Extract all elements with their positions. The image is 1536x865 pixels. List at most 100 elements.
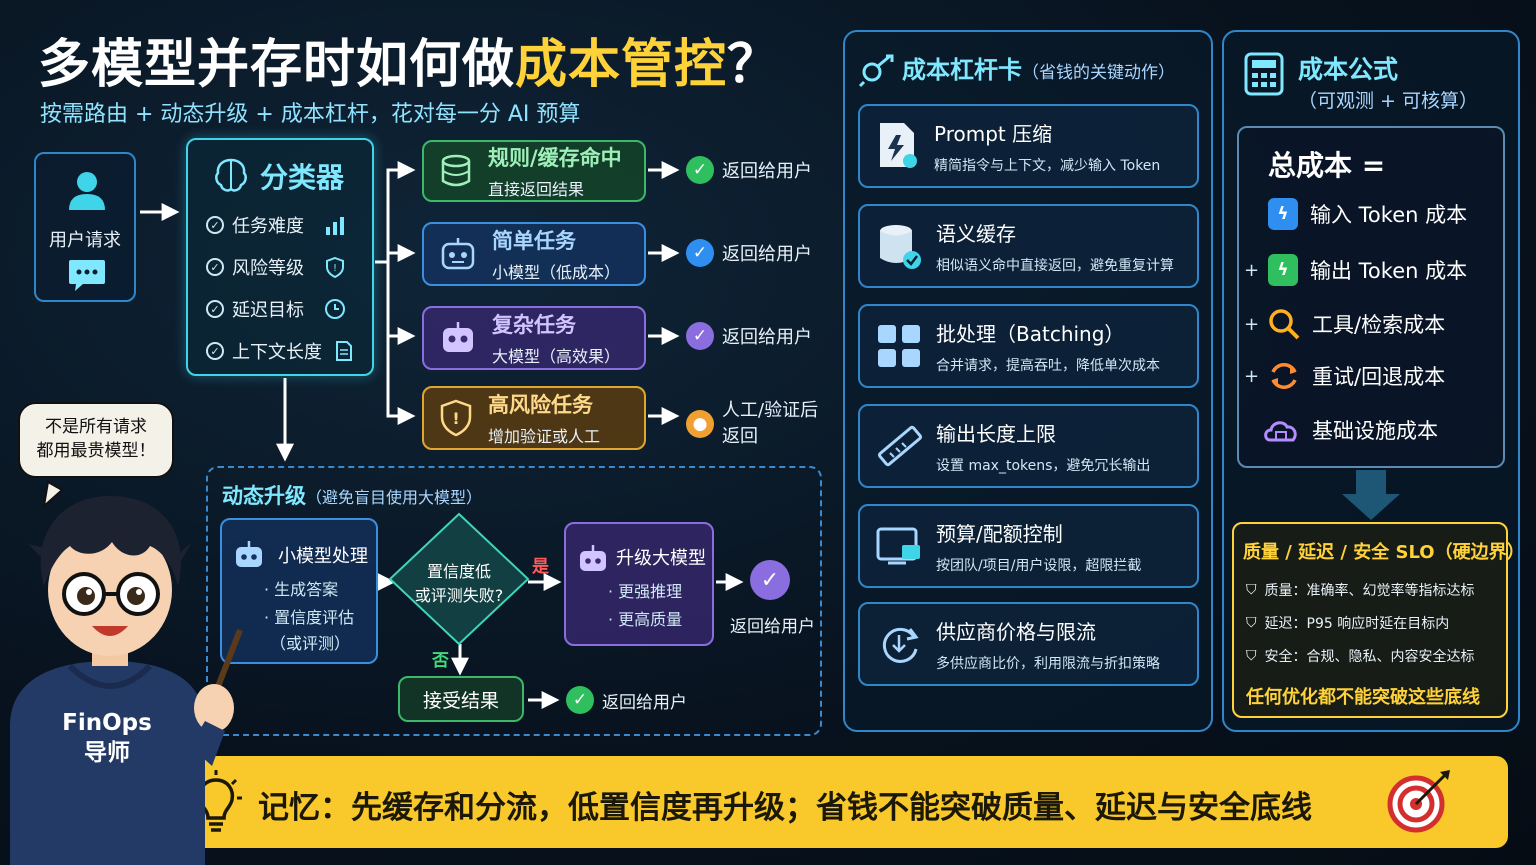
robot-icon [236, 541, 262, 567]
route-result: ✓返回给用户 [686, 239, 812, 267]
classifier-box: 分类器 ✓任务难度 ✓风险等级 ! ✓延迟目标 ✓上下文长度 [186, 138, 374, 376]
lever-card-vendor-pricing: 供应商价格与限流多供应商比价，利用限流与折扣策略 [858, 602, 1199, 686]
route-sub: 小模型（低成本） [492, 263, 621, 282]
upgrade-model-item: · 更强推理 [608, 582, 683, 601]
route-cache-hit: 规则/缓存命中直接返回结果 [422, 140, 646, 202]
route-result: ✓返回给用户 [686, 156, 812, 184]
shield-icon: ! [326, 256, 344, 279]
classifier-item: ✓风险等级 ! [206, 254, 346, 280]
check-icon: ✓ [750, 560, 790, 600]
lightning-icon: ϟ [1268, 198, 1298, 230]
formula-total: 总成本 = [1268, 149, 1386, 182]
lever-card-sub: 按团队/项目/用户设限，超限拦截 [936, 557, 1142, 574]
check-icon: ✓ [566, 686, 594, 714]
cost-levers-title: 成本杠杆卡（省钱的关键动作） [858, 50, 1175, 88]
lever-card-output-limit: 输出长度上限设置 max_tokens，避免冗长输出 [858, 404, 1199, 488]
upgrade-model-box: 升级大模型 · 更强推理 · 更高质量 [564, 522, 714, 646]
route-title: 高风险任务 [488, 393, 593, 417]
lever-card-title: 输出长度上限 [936, 421, 1056, 446]
shield-check-icon: ⛉ [1246, 648, 1257, 664]
retry-icon [1271, 363, 1297, 389]
lever-card-batching: 批处理（Batching） 合并请求，提高吞吐，降低单次成本 [858, 304, 1199, 388]
check-icon: ✓ [206, 216, 224, 234]
formula-item: 重试/回退成本 [1268, 360, 1445, 392]
svg-text:!: ! [452, 409, 459, 428]
page-subtitle: 按需路由 + 动态升级 + 成本杠杆，花对每一分 AI 预算 [40, 102, 581, 127]
lever-card-prompt-compression: Prompt 压缩精简指令与上下文，减少输入 Token [858, 104, 1199, 188]
route-sub: 直接返回结果 [488, 180, 585, 199]
decision-diamond [388, 512, 530, 646]
wrench-gear-icon [858, 54, 894, 88]
robot-icon [443, 322, 473, 352]
file-lightning-icon [880, 123, 917, 168]
small-model-item: · 置信度评估 [264, 608, 355, 627]
upgrade-model-title: 升级大模型 [616, 548, 706, 569]
dynamic-upgrade-title: 动态升级（避免盲目使用大模型） [222, 484, 483, 508]
robot-icon [580, 545, 606, 571]
lever-card-sub: 合并请求，提高吞吐，降低单次成本 [936, 357, 1160, 374]
no-label: 否 [432, 651, 449, 671]
lever-card-budget-quota: 预算/配额控制按团队/项目/用户设限，超限拦截 [858, 504, 1199, 588]
lever-card-sub: 设置 max_tokens，避免冗长输出 [936, 457, 1151, 474]
lever-card-title: 预算/配额控制 [936, 521, 1063, 546]
bar-chart-icon [326, 217, 344, 235]
classifier-item: ✓任务难度 [206, 212, 346, 238]
route-result: ● 人工/验证后返回 [686, 398, 818, 450]
plus-sign: + [1244, 366, 1260, 387]
lever-card-sub: 相似语义命中直接返回，避免重复计算 [936, 257, 1174, 274]
classifier-item: ✓上下文长度 [206, 338, 354, 364]
check-icon: ✓ [686, 239, 714, 267]
database-check-icon [880, 225, 921, 269]
lever-card-sub: 精简指令与上下文，减少输入 Token [934, 157, 1161, 174]
lever-card-title: 批处理（Batching） [936, 321, 1125, 346]
plus-sign: + [1244, 314, 1260, 335]
lever-card-title: 供应商价格与限流 [936, 619, 1096, 644]
ruler-icon [877, 425, 923, 467]
route-complex-task: 复杂任务大模型（高效果） [422, 306, 646, 370]
user-icon [69, 172, 105, 210]
search-icon [1269, 309, 1300, 340]
formula-box [1237, 126, 1505, 468]
slo-item: ⛉延迟：P95 响应时延在目标内 [1246, 615, 1450, 632]
check-icon: ✓ [206, 258, 224, 276]
mentor-avatar [10, 480, 243, 865]
upgrade-model-item: · 更高质量 [608, 610, 683, 629]
svg-text:!: ! [333, 263, 337, 274]
cost-formula-title: 成本公式 [1298, 55, 1399, 84]
user-request-box: 用户请求 [34, 152, 136, 302]
clock-icon [325, 299, 345, 319]
plus-sign: + [1244, 260, 1260, 281]
memo-bar [156, 756, 1508, 848]
route-high-risk-task: ! 高风险任务增加验证或人工 [422, 386, 646, 450]
calculator-icon [1244, 52, 1284, 96]
check-icon: ✓ [206, 300, 224, 318]
brain-icon [215, 158, 247, 192]
route-sub: 大模型（高效果） [492, 347, 621, 366]
small-model-title: 小模型处理 [278, 546, 368, 567]
check-icon: ✓ [686, 156, 714, 184]
slo-item: ⛉质量：准确率、幻觉率等指标达标 [1246, 582, 1475, 599]
grid-icon [878, 325, 920, 367]
classifier-item: ✓延迟目标 [206, 296, 346, 322]
budget-screen-icon [876, 527, 920, 565]
robot-icon [441, 238, 475, 270]
title-highlight: 成本管控 [515, 35, 728, 95]
document-icon [336, 341, 352, 361]
route-title: 规则/缓存命中 [488, 146, 622, 170]
small-model-box: 小模型处理 · 生成答案 · 置信度评估 （或评测） [220, 518, 378, 664]
route-sub: 增加验证或人工 [488, 427, 601, 446]
person-icon: ● [686, 410, 714, 438]
accept-result-box: 接受结果 [398, 676, 524, 722]
lever-card-title: 语义缓存 [936, 221, 1016, 246]
formula-item: 工具/检索成本 [1268, 308, 1445, 340]
small-model-item: · 生成答案 [264, 580, 339, 599]
route-result: ✓返回给用户 [686, 322, 812, 350]
decision-text: 置信度低或评测失败? [414, 562, 504, 605]
lever-card-semantic-cache: 语义缓存相似语义命中直接返回，避免重复计算 [858, 204, 1199, 288]
check-icon: ✓ [686, 322, 714, 350]
refresh-icon [882, 627, 919, 663]
page-title: 多模型并存时如何做成本管控？ [38, 35, 781, 95]
